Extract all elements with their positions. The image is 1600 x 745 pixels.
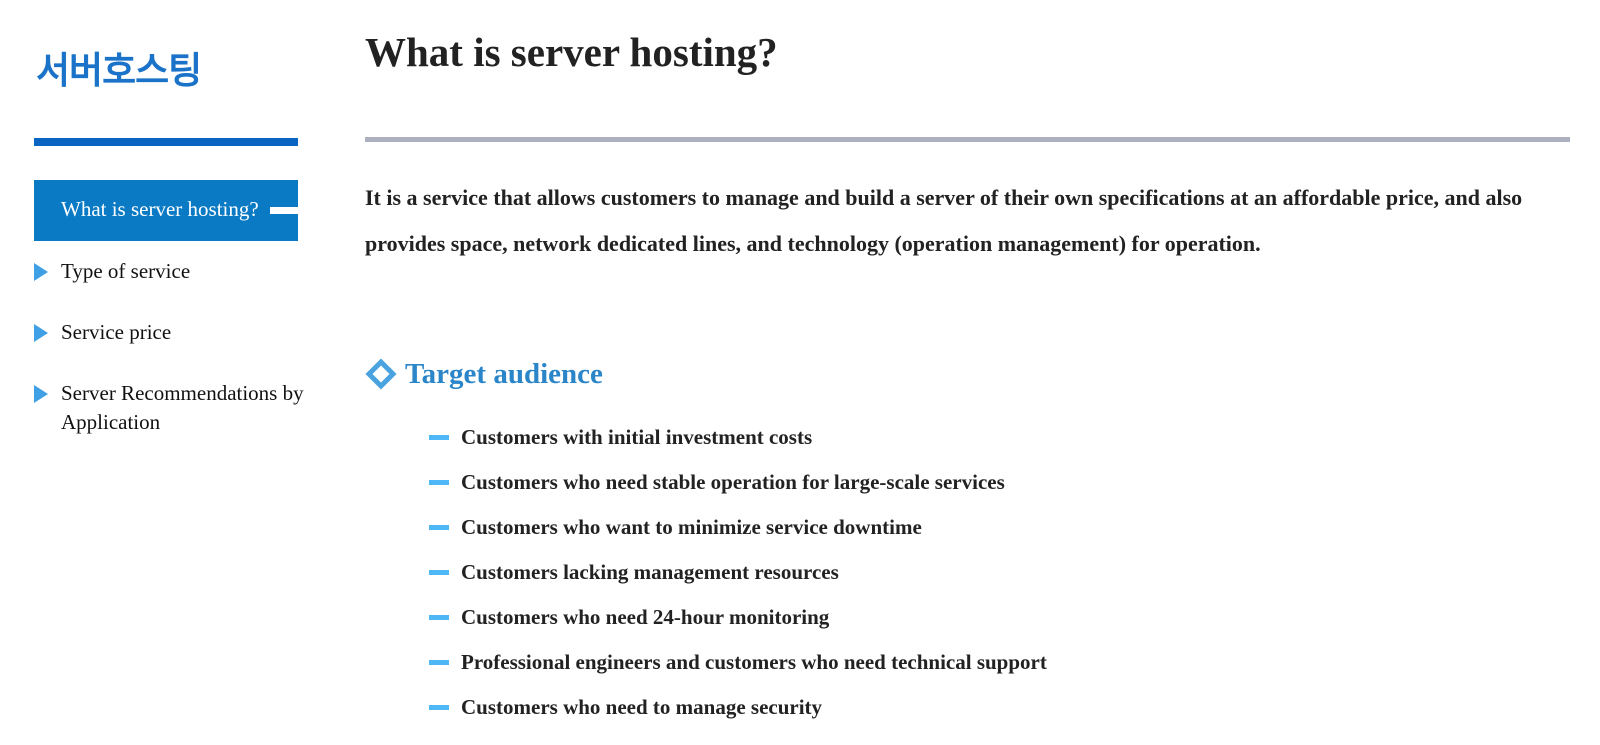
dash-icon [429,480,449,485]
sidebar-item-type-of-service[interactable]: Type of service [34,257,324,286]
dash-icon [429,705,449,710]
triangle-right-icon [34,263,48,281]
dash-icon [429,570,449,575]
list-item: Customers with initial investment costs [429,422,1047,467]
sidebar-item-service-price[interactable]: Service price [34,318,324,347]
list-item: Customers who want to minimize service d… [429,512,1047,557]
list-item: Customers lacking management resources [429,557,1047,602]
intro-paragraph: It is a service that allows customers to… [365,185,1523,256]
sidebar-item-server-recommendations[interactable]: Server Recommendations by Application [34,379,324,437]
title-divider [365,137,1570,142]
page-title: What is server hosting? [365,29,778,75]
dash-icon [429,615,449,620]
diamond-icon [365,358,397,390]
list-item: Professional engineers and customers who… [429,647,1047,692]
sidebar-item-what-is-server-hosting[interactable]: What is server hosting? [34,180,298,241]
brand-underline [34,138,298,146]
list-item-text: Professional engineers and customers who… [461,650,1047,674]
triangle-right-icon [34,385,48,403]
list-item: Customers who need stable operation for … [429,467,1047,512]
list-item-text: Customers who need to manage security [461,695,823,719]
list-item-text: Customers who need 24-hour monitoring [461,605,830,629]
sidebar-item-label: Server Recommendations by Application [61,381,304,434]
sidebar-item-label: Service price [61,320,172,344]
active-dash-icon [270,207,298,214]
section-header: Target audience [365,354,603,394]
list-item-text: Customers with initial investment costs [461,425,813,449]
dash-icon [429,435,449,440]
sidebar-item-label: Type of service [61,259,191,283]
dash-icon [429,525,449,530]
list-item: Customers who need 24-hour monitoring [429,602,1047,647]
audience-list: Customers with initial investment costs … [429,422,1047,737]
list-item-text: Customers who need stable operation for … [461,470,1005,494]
sidebar-nav: What is server hosting? Type of service … [34,180,324,437]
list-item: Customers who need to manage security [429,692,1047,737]
triangle-right-icon [34,324,48,342]
brand-logo[interactable]: 서버호스팅 [36,49,202,92]
sidebar-item-label: What is server hosting? [61,197,259,221]
list-item-text: Customers lacking management resources [461,560,839,584]
list-item-text: Customers who want to minimize service d… [461,515,922,539]
section-title: Target audience [405,357,603,390]
dash-icon [429,660,449,665]
